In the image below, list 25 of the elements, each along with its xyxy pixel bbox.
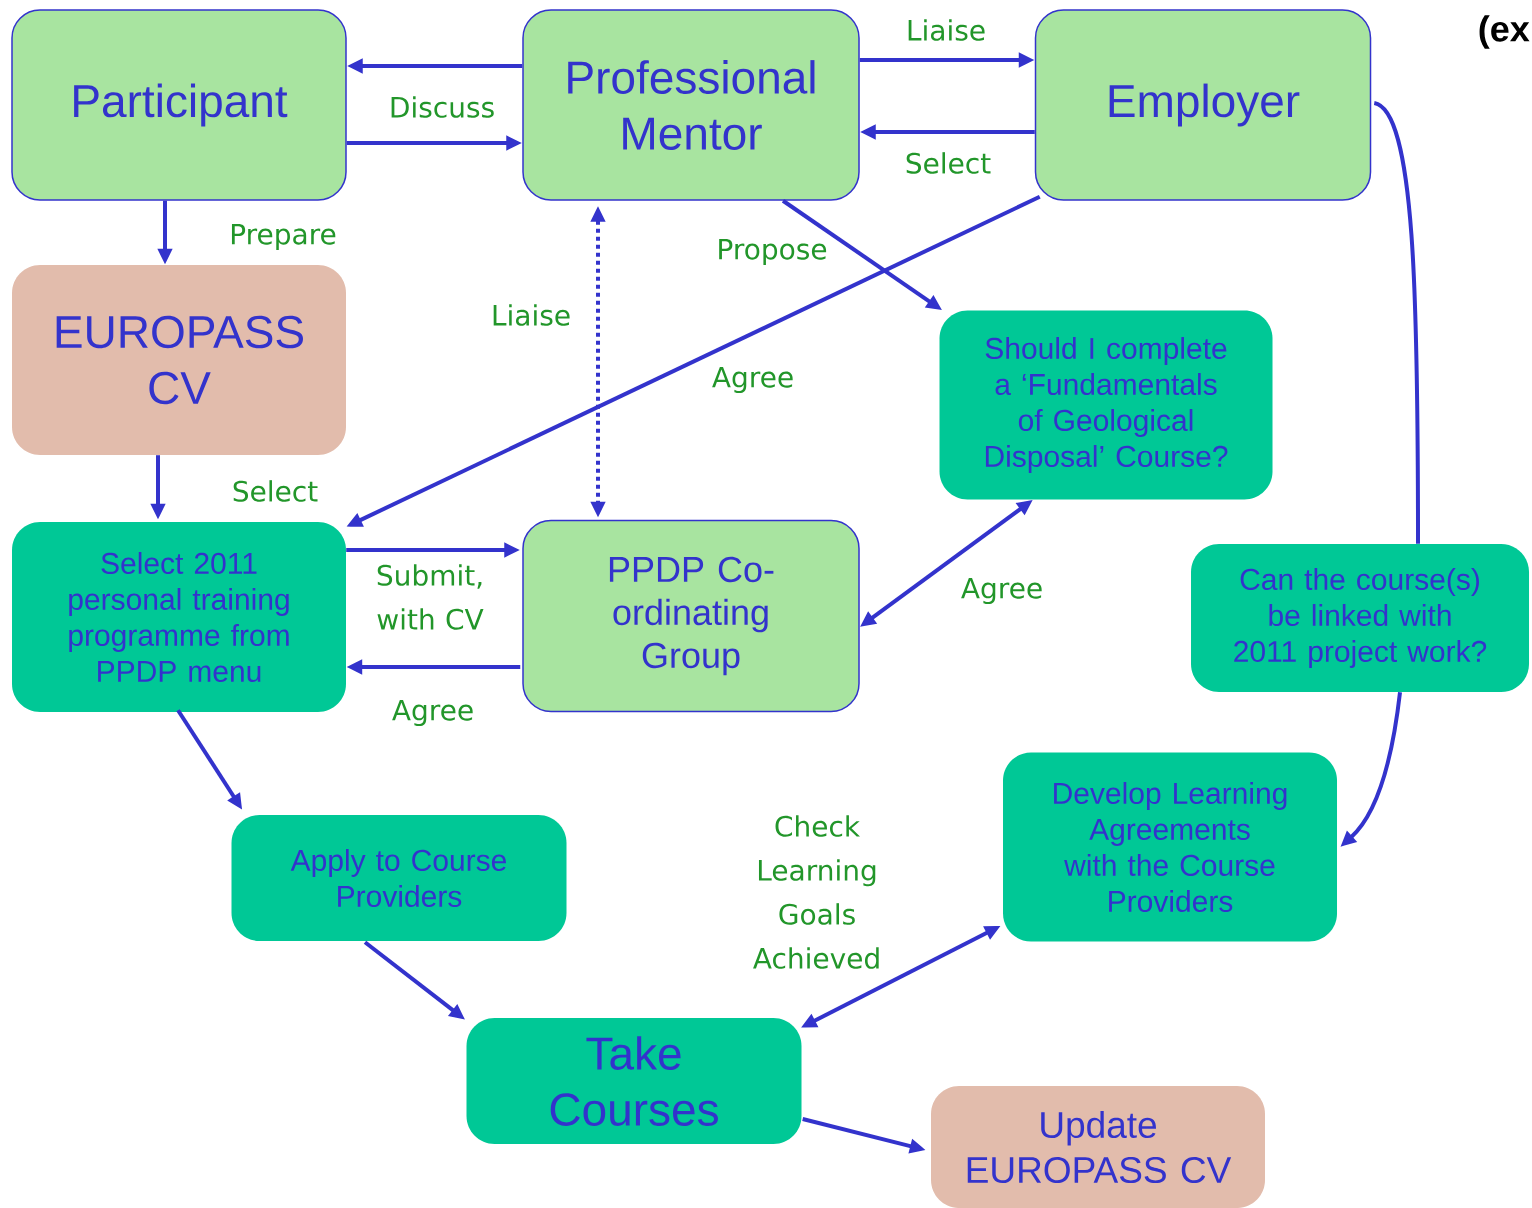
edge-label: Prepare: [227, 221, 339, 253]
question-box: Can the course(s) be linked with 2011 project work?: [1191, 544, 1529, 692]
edge-label: Submit, with CV: [353, 562, 507, 632]
group-box: PPDP Co-ordinating Group: [522, 519, 860, 713]
cut-off-text: (ex: [1479, 15, 1530, 49]
step-box: Select 2011 personal training programme from PPDP menu: [12, 522, 346, 712]
edge-label: Agree: [389, 697, 477, 729]
edge-label: Liaise: [903, 17, 989, 43]
step-box: Take Courses: [466, 1018, 802, 1144]
role-box: Employer: [1034, 9, 1372, 201]
edge-label: Discuss: [386, 94, 498, 120]
cv-box: EUROPASS CV: [12, 265, 346, 455]
edge-label: Check Learning Goals Achieved: [730, 813, 904, 971]
step-box: Apply to Course Providers: [231, 815, 567, 941]
cv-box: Update EUROPASS CV: [931, 1086, 1265, 1208]
question-box: Should I complete a ‘Fundamentals of Geological Disposal’ Course?: [939, 310, 1273, 500]
step-box: Develop Learning Agreements with the Course Providers: [1003, 752, 1337, 942]
role-box: Professional Mentor: [522, 9, 860, 201]
edge-label: Propose: [714, 236, 830, 268]
edge-label: Agree: [709, 364, 797, 396]
edge-label: Agree: [958, 575, 1046, 607]
edge-label: Select: [229, 478, 321, 504]
role-box: Participant: [11, 9, 347, 201]
edge-label: Liaise: [488, 302, 574, 328]
edge-label: Select: [902, 150, 994, 176]
